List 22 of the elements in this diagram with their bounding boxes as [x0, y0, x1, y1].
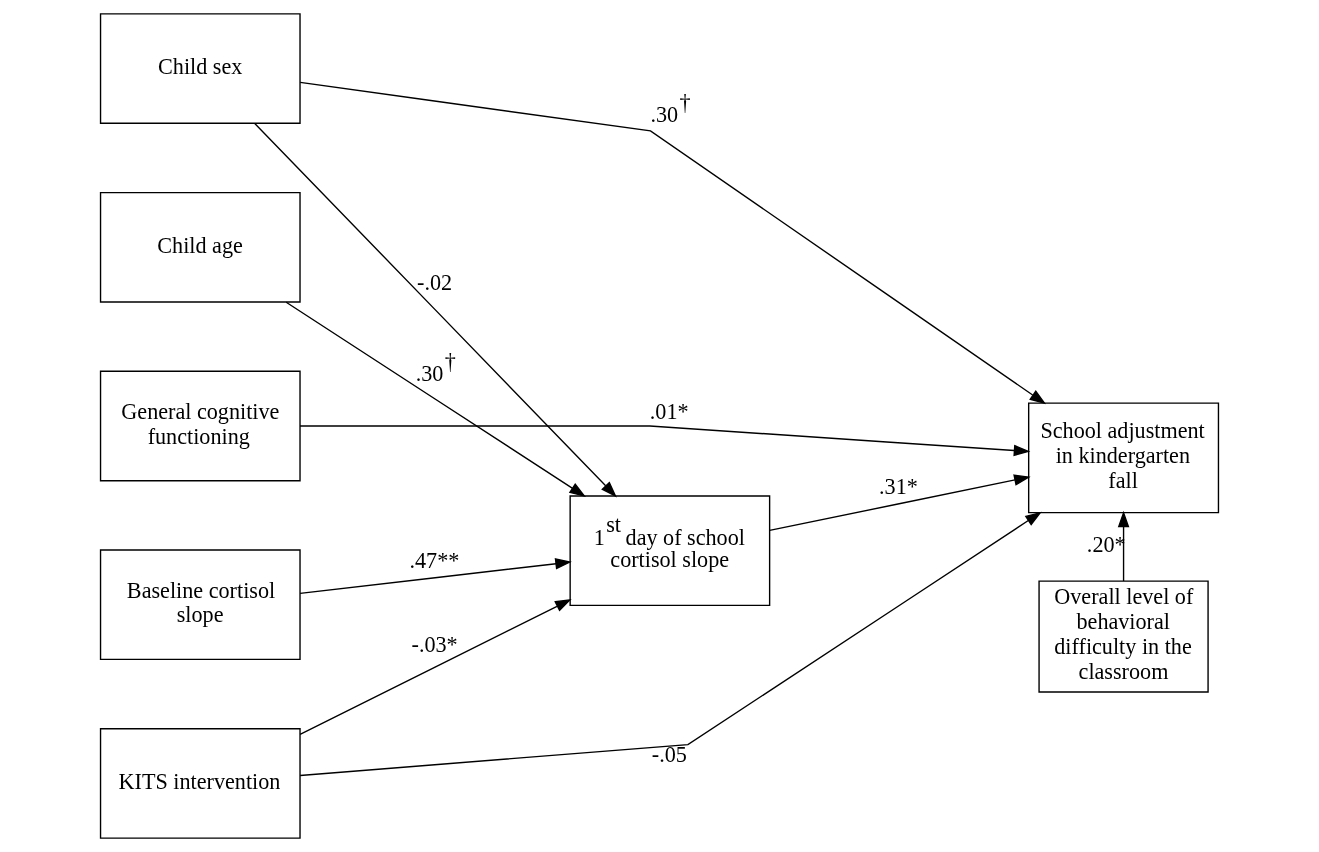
node-box: Baseline cortisol slope [99, 549, 301, 661]
node-box: General cognitive functioning [99, 370, 301, 482]
edge-label: .31* [879, 473, 918, 499]
arrow [299, 81, 1047, 405]
arrow [1117, 510, 1130, 582]
arrow [768, 474, 1031, 532]
edge-label: -.03* [411, 631, 458, 657]
edge-label: -.05 [651, 742, 687, 768]
arrow [299, 558, 572, 594]
node-box: Overall level of behavioral difficulty in the classroom [1038, 580, 1209, 693]
node-box: Child age [99, 191, 301, 303]
node-box: School adjustment in kindergarten fall [1028, 402, 1220, 514]
edge-label: .47** [409, 548, 460, 574]
arrow [299, 511, 1042, 777]
node-box: KITS intervention [99, 728, 301, 839]
edge-label: .01* [649, 398, 689, 424]
arrow [299, 598, 572, 736]
arrow [299, 425, 1031, 457]
arrow [254, 122, 617, 498]
node-box: Child sex [99, 13, 301, 124]
arrow [285, 301, 586, 498]
edge-label: -.02 [417, 269, 453, 295]
